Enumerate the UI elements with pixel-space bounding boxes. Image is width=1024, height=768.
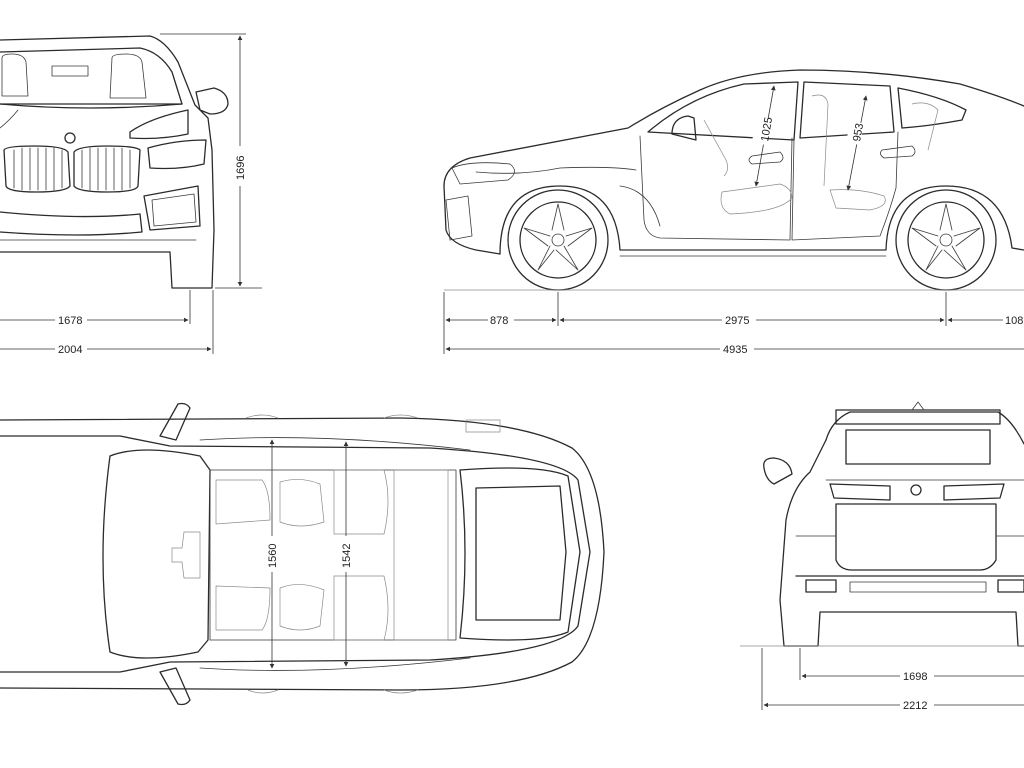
front-headroom-label: 1025 (759, 116, 775, 142)
exhaust-icon (997, 579, 1024, 593)
quarter-window-icon (897, 87, 967, 129)
rear-width-label: 2212 (903, 700, 927, 712)
brand-emblem-icon (910, 484, 922, 496)
seat-icon (215, 585, 271, 631)
side-mirror-icon (763, 457, 793, 485)
seat-icon (279, 479, 325, 527)
front-height-label: 1696 (235, 156, 247, 180)
rear-window-icon (845, 429, 991, 465)
exhaust-icon (805, 579, 837, 593)
brand-emblem-icon (64, 132, 76, 144)
right-kidney-grille-icon (73, 145, 141, 193)
seat-icon (109, 53, 147, 99)
side-mirror-icon (671, 115, 697, 141)
rear-mirror-icon (51, 65, 89, 77)
door-handle-icon (880, 145, 916, 159)
rear-wheel-icon (895, 189, 997, 291)
front-view: 1696 1678 2004 (0, 33, 262, 356)
side-view: 1025 953 878 2975 1082 (443, 69, 1024, 356)
windshield-icon (102, 449, 211, 659)
front-track-label: 1678 (58, 315, 82, 327)
rear-view: 1698 2212 (740, 401, 1024, 712)
wheelbase-label: 2975 (725, 315, 749, 327)
tail-light-icon (829, 483, 891, 501)
front-wheel-icon (507, 189, 609, 291)
front-shoulder-width-label: 1560 (267, 544, 279, 568)
rear-track-label: 1698 (903, 671, 927, 683)
front-seat-icon (720, 183, 793, 215)
rear-seat-icon (333, 469, 389, 535)
rear-overhang-label: 1082 (1005, 315, 1024, 327)
side-mirror-icon (159, 402, 191, 441)
seat-icon (1, 53, 29, 97)
rear-headroom-label: 953 (851, 122, 866, 142)
tailgate-icon (835, 503, 997, 571)
rear-glass-icon (459, 467, 581, 641)
front-width-label: 2004 (58, 344, 82, 356)
overall-length-label: 4935 (723, 344, 747, 356)
seat-icon (215, 479, 271, 525)
left-kidney-grille-icon (3, 145, 71, 193)
front-overhang-label: 878 (490, 315, 508, 327)
top-view: 1560 1542 (0, 402, 605, 706)
mirror-icon (195, 87, 229, 115)
rear-seat-icon (333, 575, 389, 641)
sunroof-icon (475, 485, 567, 621)
spoiler-icon (835, 409, 1001, 425)
rear-shoulder-width-label: 1542 (341, 544, 353, 568)
rear-window-icon (799, 81, 895, 139)
door-handle-icon (748, 151, 784, 165)
seat-icon (279, 584, 325, 631)
side-mirror-icon (159, 667, 191, 706)
tail-light-icon (943, 483, 1005, 501)
rear-seat-icon (829, 189, 886, 211)
front-window-icon (647, 81, 799, 141)
